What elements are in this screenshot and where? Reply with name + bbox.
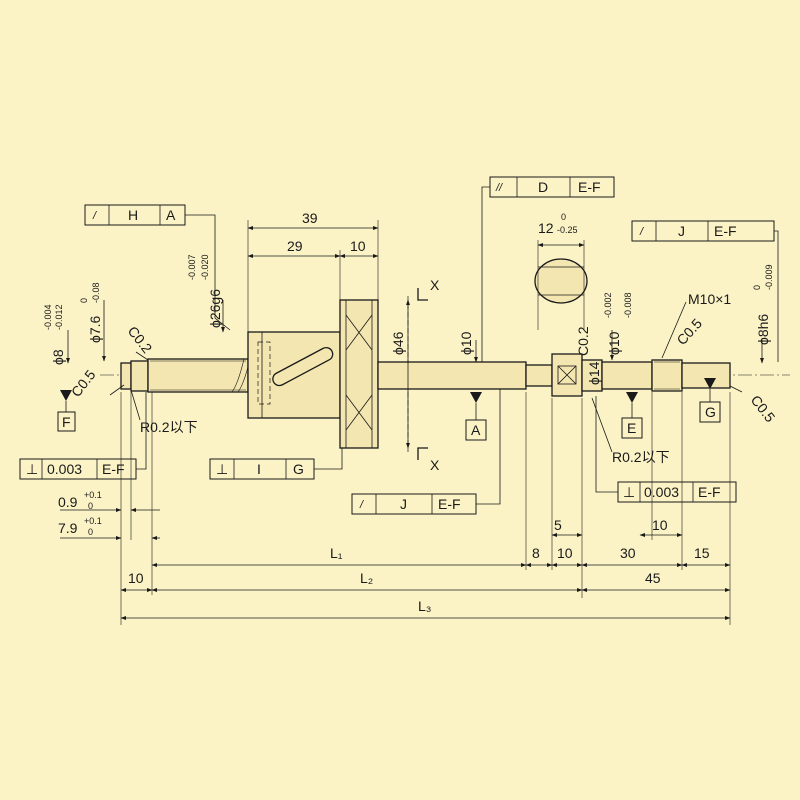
dim-phi8-upper: -0.004 xyxy=(43,304,53,330)
thread-m10x1: M10×1 xyxy=(688,291,731,307)
datum-e: E xyxy=(627,420,636,436)
dim-phi8h6-upper: 0 xyxy=(752,285,762,290)
dim-l1: L₁ xyxy=(330,545,343,561)
frame-perp-left: ⊥ 0.003 E-F xyxy=(19,392,147,480)
frame-perp-ig-ref: I xyxy=(257,461,261,477)
chamfer-c0-2-left: C0.2 xyxy=(125,323,156,356)
section-marker: X X xyxy=(417,277,440,473)
section-x-bottom: X xyxy=(430,457,440,473)
frame-d-datum: E-F xyxy=(578,179,601,195)
datum-f: F xyxy=(62,414,71,430)
dim-29: 29 xyxy=(287,238,303,254)
frame-perp-right-datum: E-F xyxy=(698,484,721,500)
frame-j-mid-ref: J xyxy=(400,496,407,512)
frame-j-right-symbol: / xyxy=(639,226,644,238)
dim-45: 45 xyxy=(645,570,661,586)
datum-a-triangle xyxy=(470,392,482,403)
dim-0-9-lower: 0 xyxy=(88,501,93,511)
dim-phi10-right-lower: -0.008 xyxy=(623,292,633,318)
chamfer-c0-5-left: C0.5 xyxy=(68,367,99,400)
dim-7-9-lower: 0 xyxy=(88,527,93,537)
dim-l2: L₂ xyxy=(360,570,373,586)
dim-12-upper: 0 xyxy=(561,212,566,222)
frame-parallel-d-ef: // D E-F xyxy=(481,176,615,362)
dim-phi10-right-upper: -0.002 xyxy=(603,292,613,318)
dim-phi8-lower: -0.012 xyxy=(54,304,64,330)
dim-10-left: 10 xyxy=(128,570,144,586)
frame-perp-right-symbol: ⊥ xyxy=(623,484,635,500)
frame-d-symbol: // xyxy=(495,182,503,194)
frame-runout-j-ef-right: / J E-F xyxy=(631,220,779,362)
frame-j-mid-datum: E-F xyxy=(438,496,461,512)
dim-12-lower: -0.25 xyxy=(557,225,578,235)
dim-8: 8 xyxy=(532,545,540,561)
dim-phi10-right: ϕ10 xyxy=(606,331,622,355)
dim-phi46: ϕ46 xyxy=(390,331,406,355)
datum-g: G xyxy=(705,404,716,420)
frame-j-right-datum: E-F xyxy=(714,223,737,239)
frame-runout-h-a: / H A xyxy=(84,204,231,331)
chamfer-c0-5-right: C0.5 xyxy=(748,392,779,425)
frame-perp-left-datum: E-F xyxy=(102,461,125,477)
dim-phi8h6: ϕ8h6 xyxy=(755,314,771,345)
datum-a: A xyxy=(471,422,481,438)
frame-perp-ig-datum: G xyxy=(293,461,304,477)
dim-phi10: ϕ10 xyxy=(458,331,474,355)
dim-phi26-lower: -0.020 xyxy=(200,254,210,280)
dim-phi8: ϕ8 xyxy=(50,349,66,365)
dim-0-9-upper: +0.1 xyxy=(84,490,102,500)
dim-15: 15 xyxy=(694,545,710,561)
radius-r0-2-left: R0.2以下 xyxy=(140,419,198,435)
datums: F A E G xyxy=(57,378,721,441)
dim-10-bottom: 10 xyxy=(557,545,573,561)
left-diameters: ϕ26g6 -0.007 -0.020 ϕ7.6 0 -0.08 ϕ8 -0.0… xyxy=(43,254,225,435)
frame-perp-ig-symbol: ⊥ xyxy=(216,461,228,477)
frame-perp-right: ⊥ 0.003 E-F xyxy=(595,396,737,503)
bottom-dims: 0.9 +0.1 0 7.9 +0.1 0 5 10 L₁ 8 10 30 15… xyxy=(58,392,731,625)
dim-10-mid: 10 xyxy=(652,517,668,533)
chamfer-c0-2-right: C0.2 xyxy=(575,326,591,356)
datum-e-triangle xyxy=(626,392,638,403)
dim-7-9-upper: +0.1 xyxy=(84,516,102,526)
frame-j-mid-symbol: / xyxy=(359,499,364,511)
frame-perp-left-tol: 0.003 xyxy=(47,461,82,477)
dim-phi7-6-lower: -0.08 xyxy=(91,282,101,303)
screw-shaft xyxy=(120,258,731,452)
dim-phi7-6-upper: 0 xyxy=(79,298,89,303)
dim-30: 30 xyxy=(620,545,636,561)
frame-perp-i-g: ⊥ I G xyxy=(209,448,343,480)
frame-d-ref: D xyxy=(538,179,548,195)
frame-j-right-ref: J xyxy=(678,223,685,239)
dim-7-9: 7.9 xyxy=(58,520,78,536)
frame-h-ref: H xyxy=(128,207,138,223)
dim-phi7-6: ϕ7.6 xyxy=(87,315,103,343)
dim-5: 5 xyxy=(554,517,562,533)
dim-phi8h6-lower: -0.009 xyxy=(764,264,774,290)
dim-39: 39 xyxy=(302,210,318,226)
frame-runout-j-ef-mid: / J E-F xyxy=(351,389,501,515)
top-dims: 39 29 10 ϕ46 ϕ10 12 0 -0.25 xyxy=(247,210,585,449)
frame-h-datum: A xyxy=(166,207,176,223)
dim-10-top: 10 xyxy=(350,238,366,254)
dim-phi14: ϕ14 xyxy=(586,361,602,385)
section-x-top: X xyxy=(430,277,440,293)
dim-phi26-upper: -0.007 xyxy=(187,254,197,280)
dim-l3: L₃ xyxy=(418,598,432,614)
frame-perp-left-symbol: ⊥ xyxy=(26,461,38,477)
radius-r0-2-right: R0.2以下 xyxy=(612,449,670,465)
datum-g-triangle xyxy=(704,378,716,389)
datum-f-triangle xyxy=(60,390,72,401)
dim-0-9: 0.9 xyxy=(58,494,78,510)
frame-perp-right-tol: 0.003 xyxy=(644,484,679,500)
frame-h-symbol: / xyxy=(92,210,97,222)
dim-12: 12 xyxy=(538,220,554,236)
